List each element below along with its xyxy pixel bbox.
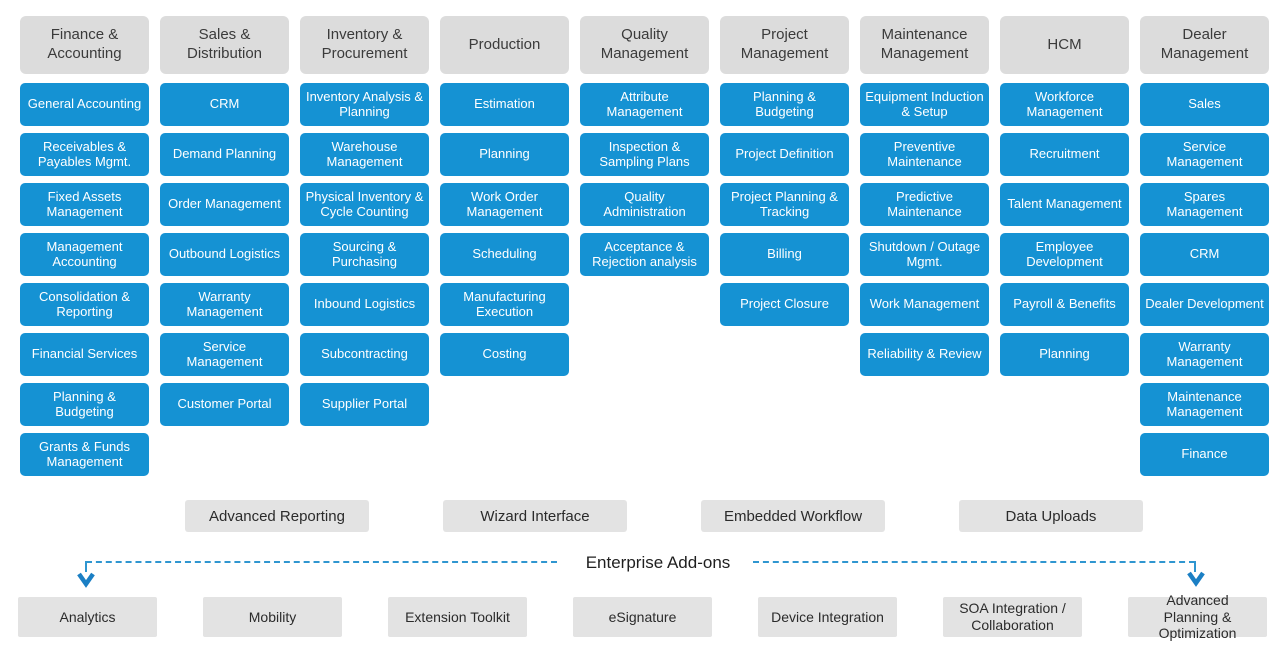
module-box: Planning <box>1000 333 1129 376</box>
enterprise-addon-box: Advanced Planning & Optimization <box>1128 592 1267 641</box>
module-box: Order Management <box>160 183 289 226</box>
module-box: Outbound Logistics <box>160 233 289 276</box>
module-box: Equipment Induction & Setup <box>860 83 989 126</box>
platform-capability-box: Advanced Reporting <box>185 500 369 532</box>
module-box: Demand Planning <box>160 133 289 176</box>
module-category-header: Inventory & Procurement <box>300 16 429 74</box>
platform-capabilities-row: Advanced Reporting Wizard Interface Embedd… <box>185 500 1143 532</box>
module-box: Talent Management <box>1000 183 1129 226</box>
enterprise-addons-label: Enterprise Add-ons <box>585 553 731 572</box>
module-box: Planning <box>440 133 569 176</box>
module-box: Employee Development <box>1000 233 1129 276</box>
module-box: Spares Management <box>1140 183 1269 226</box>
module-category-header: HCM <box>1000 16 1129 74</box>
module-box: Management Accounting <box>20 233 149 276</box>
module-box: Warranty Management <box>1140 333 1269 376</box>
enterprise-addons-row: Analytics Mobility Extension Toolkit eSigna… <box>18 592 1267 641</box>
module-box: Finance <box>1140 433 1269 476</box>
down-arrow-icon <box>1187 571 1205 587</box>
module-box: Subcontracting <box>300 333 429 376</box>
module-box: Billing <box>720 233 849 276</box>
module-box: Consolidation & Reporting <box>20 283 149 326</box>
enterprise-addon-box: eSignature <box>573 597 712 637</box>
module-box: Sales <box>1140 83 1269 126</box>
addons-connector-right-drop <box>1194 561 1196 572</box>
module-box: Scheduling <box>440 233 569 276</box>
down-arrow-icon <box>77 572 95 588</box>
module-box: Physical Inventory & Cycle Counting <box>300 183 429 226</box>
addons-connector-left-line <box>86 561 557 563</box>
module-box: Costing <box>440 333 569 376</box>
module-box: Predictive Maintenance <box>860 183 989 226</box>
module-box: Project Planning & Tracking <box>720 183 849 226</box>
module-box: Workforce Management <box>1000 83 1129 126</box>
module-box: Supplier Portal <box>300 383 429 426</box>
module-box: Service Management <box>1140 133 1269 176</box>
module-box: Receivables & Payables Mgmt. <box>20 133 149 176</box>
module-box: Maintenance Management <box>1140 383 1269 426</box>
enterprise-addon-box: SOA Integration / Collaboration <box>943 597 1082 637</box>
module-box: CRM <box>160 83 289 126</box>
module-box: Inspection & Sampling Plans <box>580 133 709 176</box>
module-box: Estimation <box>440 83 569 126</box>
module-box: Work Order Management <box>440 183 569 226</box>
module-box: Inbound Logistics <box>300 283 429 326</box>
enterprise-addon-box: Extension Toolkit <box>388 597 527 637</box>
module-box: Project Closure <box>720 283 849 326</box>
module-box: General Accounting <box>20 83 149 126</box>
module-category-header: Dealer Management <box>1140 16 1269 74</box>
module-category-header: Project Management <box>720 16 849 74</box>
platform-capability-box: Data Uploads <box>959 500 1143 532</box>
addons-connector-left-drop <box>85 561 87 572</box>
module-box: Preventive Maintenance <box>860 133 989 176</box>
module-box: Fixed Assets Management <box>20 183 149 226</box>
module-box: CRM <box>1140 233 1269 276</box>
addons-connector-right-line <box>753 561 1195 563</box>
module-box: Grants & Funds Management <box>20 433 149 476</box>
platform-capability-box: Embedded Workflow <box>701 500 885 532</box>
module-box: Inventory Analysis & Planning <box>300 83 429 126</box>
platform-capability-box: Wizard Interface <box>443 500 627 532</box>
module-box: Customer Portal <box>160 383 289 426</box>
module-box: Planning & Budgeting <box>720 83 849 126</box>
module-box: Shutdown / Outage Mgmt. <box>860 233 989 276</box>
module-box: Work Management <box>860 283 989 326</box>
module-box: Warranty Management <box>160 283 289 326</box>
enterprise-addon-box: Mobility <box>203 597 342 637</box>
module-box: Reliability & Review <box>860 333 989 376</box>
module-category-header: Maintenance Management <box>860 16 989 74</box>
module-category-header: Production <box>440 16 569 74</box>
module-box: Financial Services <box>20 333 149 376</box>
module-box: Planning & Budgeting <box>20 383 149 426</box>
module-box: Acceptance & Rejection analysis <box>580 233 709 276</box>
module-box: Recruitment <box>1000 133 1129 176</box>
module-box: Quality Administration <box>580 183 709 226</box>
module-box: Payroll & Benefits <box>1000 283 1129 326</box>
module-box: Warehouse Management <box>300 133 429 176</box>
enterprise-addon-box: Device Integration <box>758 597 897 637</box>
module-box: Attribute Management <box>580 83 709 126</box>
module-box: Project Definition <box>720 133 849 176</box>
module-box: Manufacturing Execution <box>440 283 569 326</box>
module-category-header: Finance & Accounting <box>20 16 149 74</box>
enterprise-addon-box: Analytics <box>18 597 157 637</box>
module-box: Sourcing & Purchasing <box>300 233 429 276</box>
module-box: Dealer Development <box>1140 283 1269 326</box>
module-box: Service Management <box>160 333 289 376</box>
module-category-header: Sales & Distribution <box>160 16 289 74</box>
module-category-header: Quality Management <box>580 16 709 74</box>
